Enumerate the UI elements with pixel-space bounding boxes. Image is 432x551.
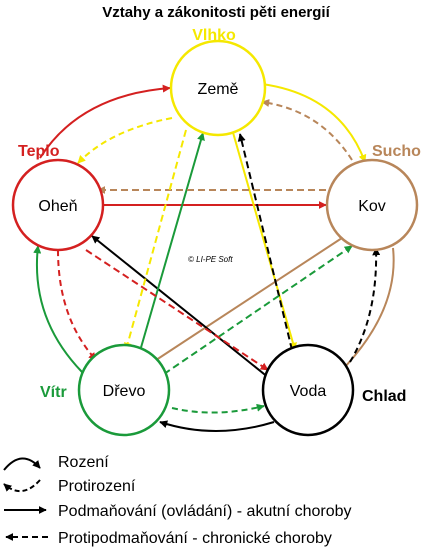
arrow-fire-counter-wood (57, 249, 97, 361)
quality-wood: Vítr (40, 384, 67, 401)
legend-item-counter-generating: Protirození (3, 478, 136, 495)
legend: Rození Protirození Podmaňování (ovládání… (3, 454, 352, 547)
copyright-text: © LI-PE Soft (188, 255, 233, 264)
arrow-wood-generates-fire (33, 245, 83, 373)
quality-metal: Sucho (372, 143, 421, 160)
node-earth-label: Země (198, 81, 239, 98)
node-metal: Kov (325, 158, 419, 252)
arrow-fire-insults-water (85, 249, 269, 371)
node-fire-label: Oheň (38, 198, 77, 215)
quality-fire: Teplo (18, 143, 60, 160)
arrow-earth-generates-metal (261, 83, 367, 163)
arrow-water-insults-earth (237, 133, 293, 351)
node-water-label: Voda (290, 383, 327, 400)
node-wood-label: Dřevo (103, 383, 146, 400)
arrow-wood-counter-water (171, 403, 265, 414)
legend-item-controlling: Podmaňování (ovládání) - akutní choroby (4, 503, 352, 520)
legend-item-generating: Rození (3, 454, 109, 471)
arrow-fire-generates-earth (39, 84, 171, 159)
legend-text-generating: Rození (58, 454, 109, 471)
legend-text-controlling: Podmaňování (ovládání) - akutní choroby (58, 503, 352, 520)
arrow-metal-counter-earth (261, 99, 353, 161)
arrow-wood-insults-metal (163, 245, 353, 375)
quality-water: Chlad (362, 388, 406, 405)
legend-text-counter-generating: Protirození (58, 478, 136, 495)
arrow-earth-controls-water (231, 128, 297, 351)
diagram-title: Vztahy a zákonitosti pěti energií (102, 4, 330, 21)
arrow-water-counter-metal (349, 247, 381, 363)
arrow-earth-counter-fire (77, 117, 173, 164)
legend-text-counter-controlling: Protipodmaňování - chronické choroby (58, 530, 332, 547)
quality-earth: Vlhko (192, 27, 236, 44)
arrow-water-generates-wood (159, 420, 275, 432)
legend-swatch-curve-solid (3, 457, 41, 471)
node-wood: Dřevo (77, 343, 171, 437)
node-fire: Oheň (11, 158, 105, 252)
legend-swatch-curve-dashed (3, 479, 41, 492)
legend-item-counter-controlling: Protipodmaňování - chronické choroby (5, 530, 332, 547)
node-earth: Země (169, 39, 267, 137)
node-metal-label: Kov (358, 198, 386, 215)
arrow-water-controls-fire (91, 235, 275, 383)
arrow-wood-controls-earth (139, 132, 205, 352)
node-water: Voda (261, 343, 355, 437)
arrow-metal-controls-wood (149, 235, 346, 365)
arrow-earth-insults-wood (124, 129, 187, 351)
